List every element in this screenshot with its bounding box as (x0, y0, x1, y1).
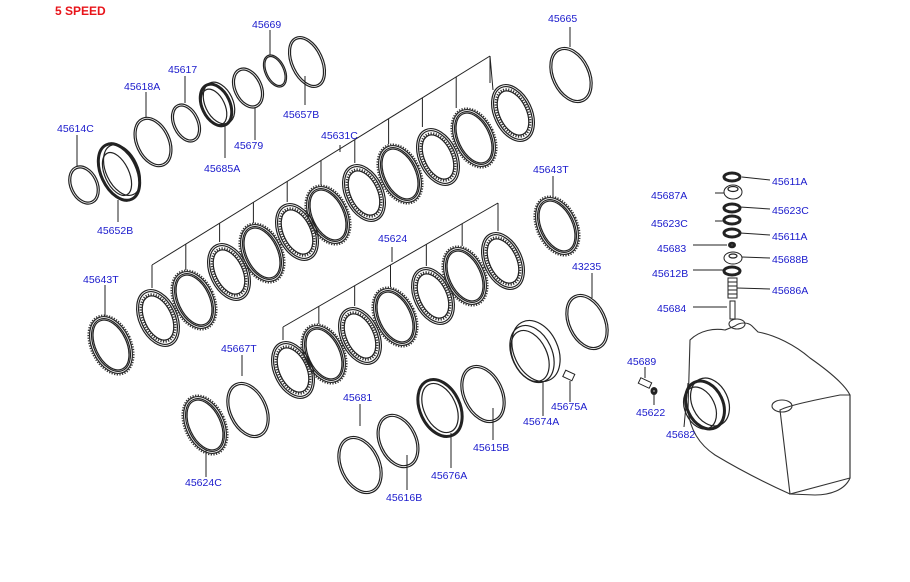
part-45674A[interactable] (501, 313, 569, 390)
label-45643T-top[interactable]: 45643T (533, 164, 569, 176)
label-45669[interactable]: 45669 (252, 19, 281, 31)
part-45683[interactable] (728, 241, 736, 249)
label-45623C-left[interactable]: 45623C (651, 218, 688, 230)
clutch-pack-45624[interactable] (263, 202, 533, 405)
part-45685A[interactable] (194, 77, 241, 131)
part-45643T-left[interactable] (80, 308, 142, 381)
clutch-disc[interactable] (199, 237, 259, 307)
label-45652B[interactable]: 45652B (97, 225, 133, 237)
transmission-case (687, 318, 851, 496)
clutch-disc[interactable] (334, 158, 394, 228)
clutch-disc[interactable] (364, 280, 426, 353)
label-45667T[interactable]: 45667T (221, 343, 257, 355)
clutch-disc[interactable] (443, 101, 505, 174)
label-45611A-bottom[interactable]: 45611A (772, 231, 807, 243)
part-45611A-bottom[interactable] (722, 227, 742, 239)
part-45688B[interactable] (723, 251, 743, 265)
part-45686A[interactable] (727, 277, 738, 299)
label-45618A[interactable]: 45618A (124, 81, 160, 93)
part-45614C[interactable] (63, 161, 105, 209)
label-45623C-right[interactable]: 45623C (772, 205, 809, 217)
part-45618A[interactable] (127, 111, 180, 172)
clutch-disc[interactable] (231, 216, 293, 289)
label-45688B[interactable]: 45688B (772, 254, 808, 266)
part-45612B[interactable] (722, 265, 742, 277)
part-45682[interactable] (677, 372, 737, 436)
part-45623C-right[interactable] (722, 202, 742, 214)
leader-lines (76, 27, 771, 490)
clutch-disc[interactable] (293, 317, 355, 390)
clutch-disc[interactable] (408, 122, 468, 192)
part-45643T-top[interactable] (526, 189, 588, 262)
label-45643T-left[interactable]: 45643T (83, 274, 119, 286)
part-labels: 45669 45665 45617 45618A 45657B 45614C 4… (57, 13, 809, 504)
clutch-disc[interactable] (434, 239, 496, 312)
part-45689[interactable] (637, 377, 653, 389)
part-45676A[interactable] (409, 372, 471, 443)
label-45617[interactable]: 45617 (168, 64, 197, 76)
label-45674A[interactable]: 45674A (523, 416, 559, 428)
label-45614C[interactable]: 45614C (57, 123, 94, 135)
clutch-plate[interactable] (174, 388, 236, 461)
part-45679[interactable] (226, 63, 269, 113)
part-45684[interactable] (729, 300, 736, 320)
label-45657B[interactable]: 45657B (283, 109, 319, 121)
label-45679[interactable]: 45679 (234, 140, 263, 152)
part-45667T[interactable] (219, 376, 278, 445)
part-45622[interactable] (650, 387, 658, 395)
part-45624C[interactable] (174, 388, 236, 461)
label-45612B[interactable]: 45612B (652, 268, 688, 280)
clutch-disc[interactable] (267, 197, 327, 267)
part-45617[interactable] (166, 99, 206, 146)
label-45624C[interactable]: 45624C (185, 477, 222, 489)
label-45676A[interactable]: 45676A (431, 470, 467, 482)
label-45685A[interactable]: 45685A (204, 163, 240, 175)
clutch-disc[interactable] (128, 283, 188, 353)
part-45652B[interactable] (90, 137, 148, 207)
label-45689[interactable]: 45689 (627, 356, 656, 368)
part-45681[interactable] (329, 429, 391, 500)
label-45611A-top[interactable]: 45611A (772, 176, 807, 188)
clutch-disc[interactable] (369, 137, 431, 210)
part-45615B[interactable] (452, 358, 514, 429)
label-45615B[interactable]: 45615B (473, 442, 509, 454)
part-45611A-top[interactable] (722, 171, 742, 183)
part-43235[interactable] (558, 288, 617, 357)
part-45616B[interactable] (369, 408, 427, 475)
label-45682[interactable]: 45682 (666, 429, 695, 441)
part-45687A[interactable] (723, 184, 743, 200)
clutch-disc[interactable] (330, 301, 390, 371)
part-45665[interactable] (542, 41, 601, 110)
label-45675A[interactable]: 45675A (551, 401, 587, 413)
label-45616B[interactable]: 45616B (386, 492, 422, 504)
label-45624[interactable]: 45624 (378, 233, 407, 245)
clutch-disc[interactable] (297, 178, 359, 251)
part-45623C-left[interactable] (722, 214, 742, 226)
label-45631C[interactable]: 45631C (321, 130, 358, 142)
clutch-plate[interactable] (80, 308, 142, 381)
clutch-plate[interactable] (526, 189, 588, 262)
label-45665[interactable]: 45665 (548, 13, 577, 25)
diagram-title: 5 SPEED (55, 4, 106, 18)
part-45657B[interactable] (281, 31, 333, 93)
label-45683[interactable]: 45683 (657, 243, 686, 255)
label-45684[interactable]: 45684 (657, 303, 686, 315)
clutch-pack-45631C[interactable] (128, 55, 543, 353)
label-45681[interactable]: 45681 (343, 392, 372, 404)
part-45675A[interactable] (562, 369, 576, 382)
clutch-disc[interactable] (163, 263, 225, 336)
label-45686A[interactable]: 45686A (772, 285, 808, 297)
part-45669[interactable] (259, 51, 291, 90)
clutch-disc[interactable] (473, 226, 533, 296)
clutch-disc[interactable] (483, 78, 543, 148)
label-45622[interactable]: 45622 (636, 407, 665, 419)
label-43235[interactable]: 43235 (572, 261, 601, 273)
label-45687A[interactable]: 45687A (651, 190, 687, 202)
